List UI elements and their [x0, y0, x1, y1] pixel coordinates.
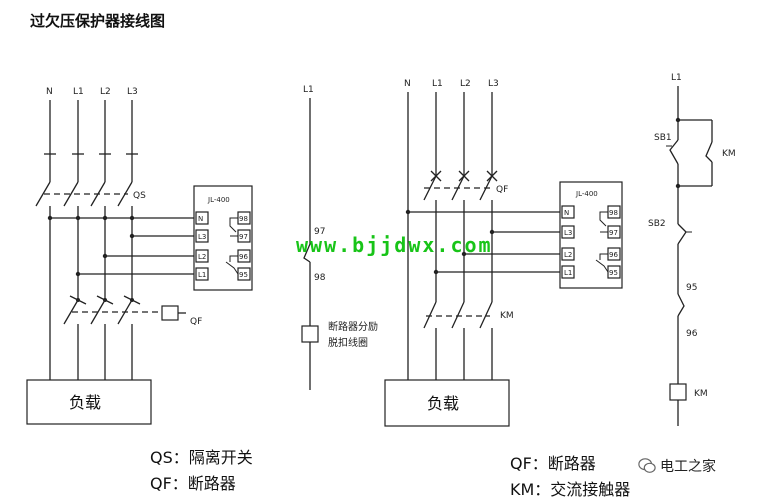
right-phase-n: N — [404, 79, 411, 89]
coil-label-line2: 脱扣线圈 — [328, 336, 368, 349]
right-relay-in-n: N — [564, 209, 569, 217]
legend-qf-left: QF：断路器 — [150, 474, 236, 493]
right-relay-in-l1: L1 — [564, 269, 572, 277]
sb2-label: SB2 — [648, 219, 666, 229]
left-relay-in-l1: L1 — [198, 271, 206, 279]
right-relay-out-98: 98 — [609, 209, 618, 217]
legend-qs: QS：隔离开关 — [150, 448, 253, 467]
left-relay-in-l2: L2 — [198, 253, 206, 261]
left-load-box — [26, 379, 152, 425]
left-relay-in-n: N — [198, 215, 203, 223]
right-km-label: KM — [500, 311, 514, 321]
left-phase-l2: L2 — [100, 87, 111, 97]
middle-diagram: L1 97 98 断路器分励 脱扣线圈 — [301, 85, 378, 390]
legend-qf-right: QF：断路器 — [510, 454, 596, 473]
right-relay-out-95: 95 — [609, 269, 618, 277]
left-load-label: 负载 — [69, 393, 101, 412]
left-relay-out-95: 95 — [239, 271, 248, 279]
contact-95-label: 95 — [686, 283, 697, 293]
shunt-trip-coil — [301, 325, 319, 343]
qs-label: QS — [133, 191, 146, 201]
left-relay-in-l3: L3 — [198, 233, 206, 241]
watermark-url: www.bjjdwx.com — [296, 233, 493, 257]
left-qf-label: QF — [190, 317, 202, 327]
km-coil — [669, 383, 687, 401]
left-qf-breaker — [63, 295, 186, 325]
right-phase-l3: L3 — [488, 79, 499, 89]
right-load-label: 负载 — [427, 394, 459, 413]
right-phase-l2: L2 — [460, 79, 471, 89]
right-jl400-protector: JL-400 N L3 L2 L1 98 97 96 95 — [559, 181, 623, 289]
page-title: 过欠压保护器接线图 — [30, 12, 166, 30]
right-diagram: N L1 L2 L3 QF — [384, 79, 623, 427]
middle-contact-98: 98 — [314, 273, 326, 283]
contact-96-label: 96 — [686, 329, 698, 339]
right-relay-in-l3: L3 — [564, 229, 572, 237]
left-jl400-protector: JL-400 N L3 L2 L1 98 97 96 95 — [193, 185, 253, 291]
qs-isolating-switch — [35, 181, 133, 207]
wechat-icon — [638, 458, 656, 473]
right-relay-label: JL-400 — [575, 190, 598, 198]
legend-km: KM：交流接触器 — [510, 480, 631, 499]
left-relay-out-98: 98 — [239, 215, 248, 223]
middle-contact-97: 97 — [314, 227, 325, 237]
brand-label: 电工之家 — [660, 459, 716, 475]
left-relay-out-97: 97 — [239, 233, 248, 241]
right-relay-out-96: 96 — [609, 251, 618, 259]
km-coil-label: KM — [694, 389, 708, 399]
right-phase-l1: L1 — [432, 79, 443, 89]
left-relay-label: JL-400 — [207, 196, 230, 204]
middle-supply-label: L1 — [303, 85, 314, 95]
right-qf-breaker — [423, 170, 498, 201]
brand: 电工之家 — [638, 456, 716, 476]
left-diagram: N L1 L2 L3 QS — [26, 87, 253, 425]
right-load-box — [384, 379, 510, 427]
right-qf-label: QF — [496, 185, 508, 195]
coil-label-line1: 断路器分励 — [328, 320, 378, 333]
left-phase-l1: L1 — [73, 87, 84, 97]
sb1-label: SB1 — [654, 133, 672, 143]
right-relay-out-97: 97 — [609, 229, 618, 237]
left-relay-out-96: 96 — [239, 253, 248, 261]
right-relay-in-l2: L2 — [564, 251, 572, 259]
control-circuit: L1 KM SB1 SB2 95 96 KM — [648, 73, 736, 426]
control-supply-label: L1 — [671, 73, 682, 83]
hold-contact-label: KM — [722, 149, 736, 159]
left-phase-n: N — [46, 87, 53, 97]
km-contactor-main — [423, 301, 493, 329]
left-phase-l3: L3 — [127, 87, 138, 97]
